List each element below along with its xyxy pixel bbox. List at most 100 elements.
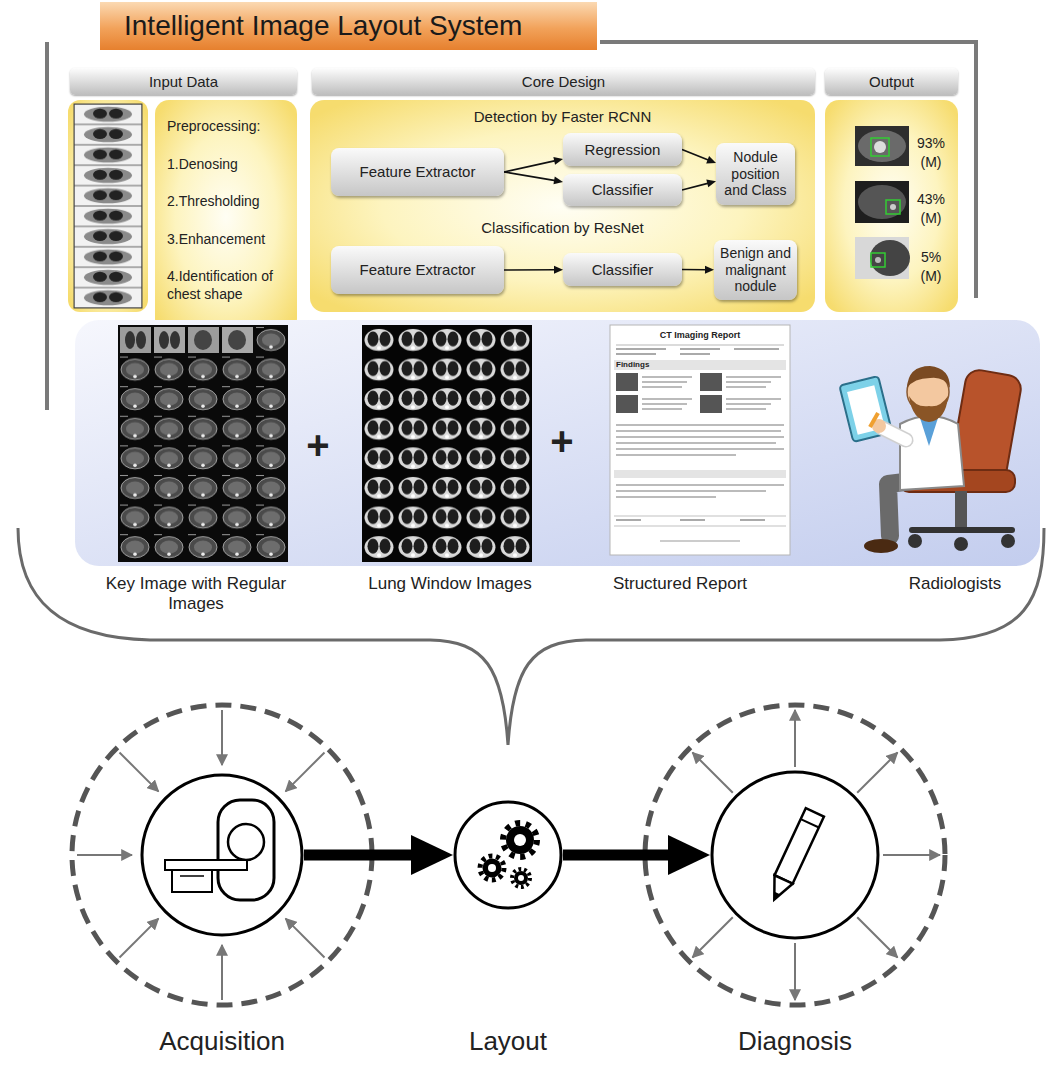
box-text: Feature Extractor <box>360 261 476 279</box>
radiologist-cartoon <box>1001 534 1015 548</box>
arrow-connector <box>682 150 716 164</box>
arrow-head <box>553 157 563 165</box>
radiologist-cartoon <box>909 396 948 422</box>
report-page <box>642 376 692 378</box>
output-images <box>871 253 885 267</box>
connector-line <box>682 269 706 271</box>
report-page <box>734 348 779 350</box>
diagnosis-halo <box>883 854 940 856</box>
connector-line <box>304 850 417 861</box>
output-images <box>886 200 900 214</box>
gears-icon <box>506 826 534 854</box>
acquisition-halo <box>120 919 159 958</box>
report-page <box>642 398 692 400</box>
circle-outline <box>710 770 880 940</box>
blue-panel <box>75 320 1040 566</box>
key-image <box>118 325 288 562</box>
report-page <box>660 540 740 542</box>
arrow-head <box>706 180 716 188</box>
panel-fill <box>155 100 297 333</box>
radiologist-cartoon <box>839 366 1023 553</box>
scanner-icon <box>228 824 264 860</box>
output-images <box>855 181 909 223</box>
circle-outline <box>453 800 563 910</box>
diagnosis-halo <box>794 943 796 1000</box>
plus-sign: + <box>298 425 338 465</box>
connector-line <box>682 150 709 161</box>
key-image <box>222 327 253 353</box>
diagnosis-halo <box>645 705 945 1005</box>
report-page <box>616 448 784 450</box>
pencil-icon <box>765 875 792 903</box>
diagnosis-halo <box>645 705 945 1005</box>
diagnosis-halo <box>693 753 733 793</box>
box-text: 43% (M) <box>913 190 949 228</box>
preprocessing-panel: Preprocessing:1.Denosing2.Thresholding3.… <box>155 100 297 333</box>
arrow-connector <box>504 172 563 184</box>
output-images <box>858 185 906 219</box>
report-page <box>726 408 766 410</box>
report-page <box>680 353 710 355</box>
report-page <box>616 348 666 350</box>
arrow-connector <box>682 266 714 274</box>
header-bar: Output <box>825 68 958 95</box>
header-text: Core Design <box>522 73 605 90</box>
report-page <box>642 386 682 388</box>
radiologist-cartoon <box>920 418 938 446</box>
report-page <box>616 490 766 492</box>
connector-line <box>682 183 709 190</box>
blue-panel <box>75 320 1040 566</box>
report-page <box>642 381 687 383</box>
report-page <box>726 398 781 400</box>
process-box: Classifier <box>563 253 682 286</box>
box-text: 2.Thresholding <box>167 193 287 211</box>
panel-fill <box>825 100 958 312</box>
report-page <box>616 353 656 355</box>
arrow-head <box>705 266 714 274</box>
box-text: Detection by Faster RCNN <box>310 108 815 125</box>
radiologist-cartoon <box>908 534 922 548</box>
radiologist-cartoon <box>882 428 906 440</box>
output-panel: 93% (M)43% (M)5% (M) <box>825 100 958 312</box>
box-text: 93% (M) <box>913 134 949 172</box>
report-page <box>616 496 716 498</box>
output-images <box>874 141 886 153</box>
report-page <box>726 376 781 378</box>
report-page <box>616 454 736 456</box>
circle-outline <box>140 773 304 937</box>
acquisition-halo <box>286 753 325 792</box>
circle-outline <box>455 802 561 908</box>
report-heading: Findings <box>616 360 676 370</box>
output-images <box>890 204 896 210</box>
pencil-icon <box>772 892 780 901</box>
key-image <box>120 327 151 353</box>
box-text: Regression <box>585 141 661 159</box>
key-image <box>125 331 135 349</box>
scanner-icon <box>172 870 212 892</box>
arrow-head <box>706 156 716 163</box>
box-text: 4.Identification of chest shape <box>167 268 287 303</box>
acquisition-halo <box>221 710 223 765</box>
arrow-connector <box>682 180 716 190</box>
box-text: Benign and malignant nodule <box>718 245 793 295</box>
box-text: Nodule position and Class <box>720 149 791 199</box>
stage-label: Layout <box>303 1026 713 1057</box>
report-page <box>616 424 784 426</box>
gears-icon <box>480 823 537 887</box>
output-images <box>855 237 909 279</box>
caption: Structured Report <box>580 574 780 594</box>
lung-window-image <box>362 325 532 562</box>
box-text: Classifier <box>592 181 654 199</box>
key-image <box>154 327 185 353</box>
output-images <box>855 126 909 166</box>
panel-fill <box>155 100 958 333</box>
scanner-icon <box>180 875 204 877</box>
stage-label: Diagnosis <box>590 1026 1000 1057</box>
diagnosis-halo <box>693 710 941 1000</box>
box-text: Classification by ResNet <box>310 219 815 236</box>
title-banner: Intelligent Image Layout System <box>100 2 597 50</box>
report-page <box>610 325 790 555</box>
arrow-connector <box>504 266 563 274</box>
process-box: Feature Extractor <box>331 246 504 294</box>
